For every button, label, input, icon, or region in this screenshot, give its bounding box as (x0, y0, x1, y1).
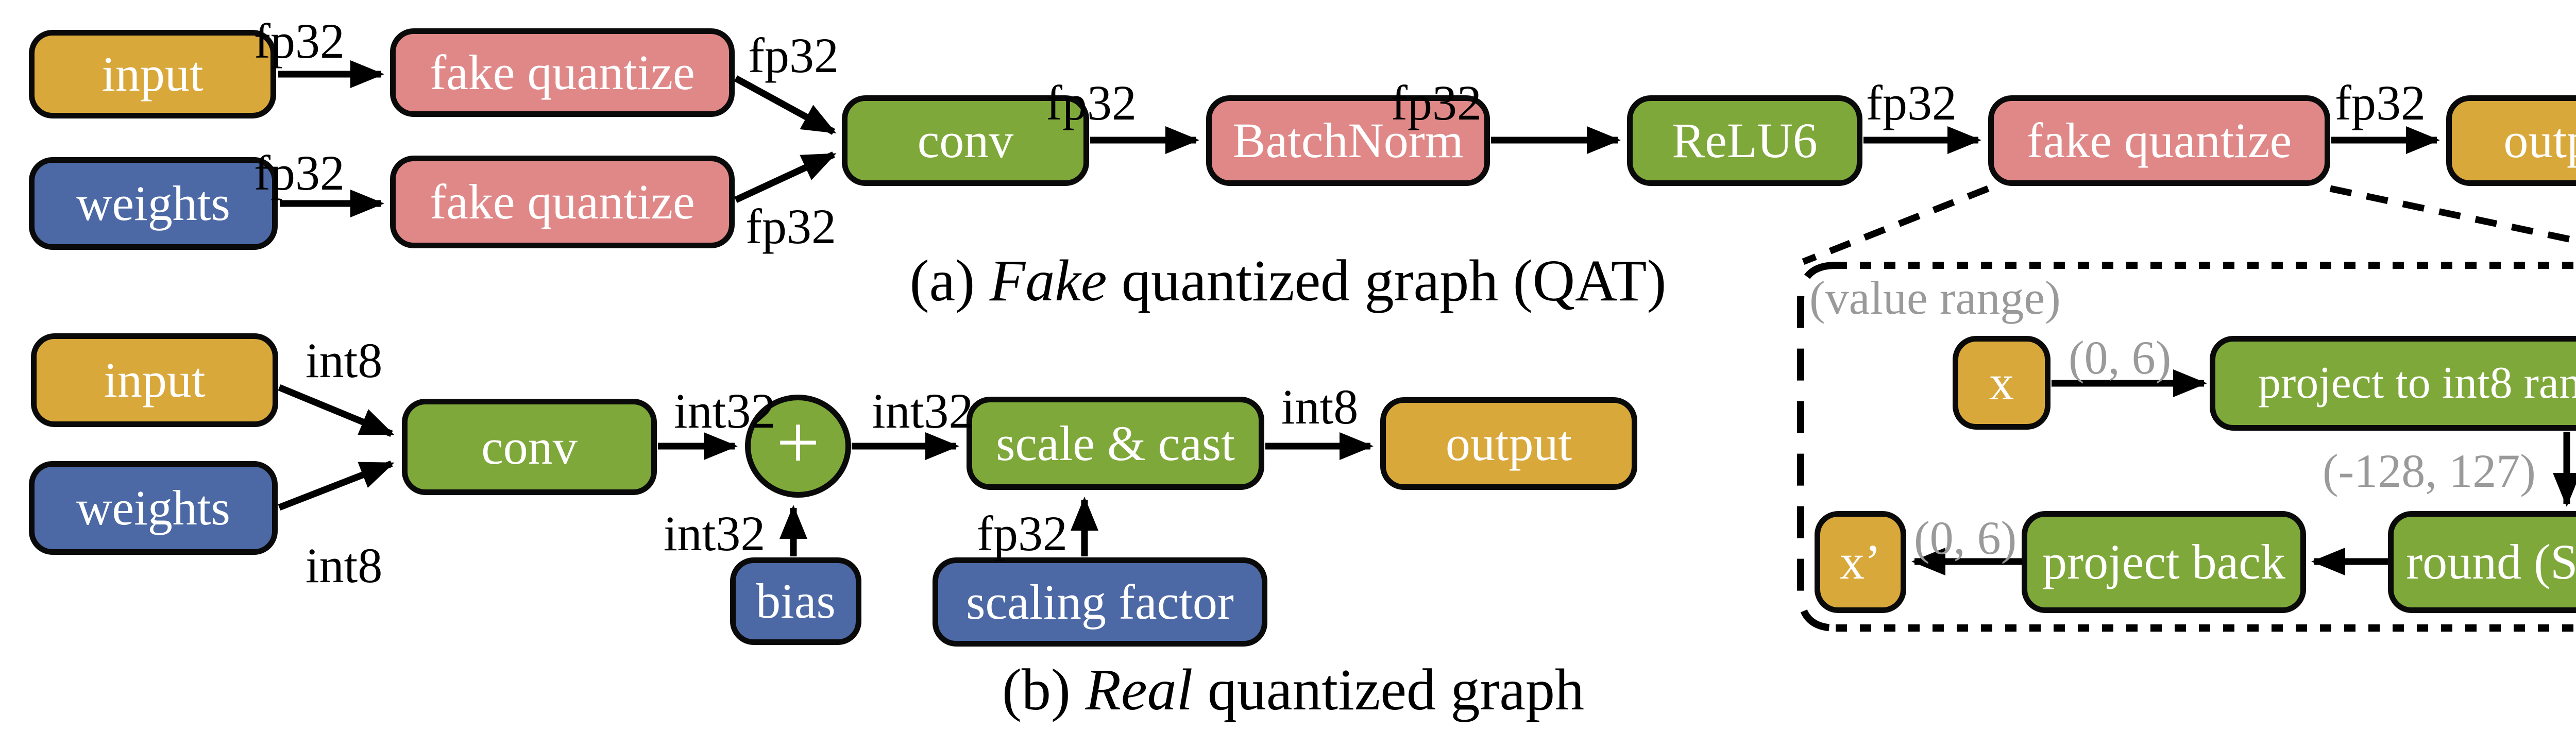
node-bias: bias (730, 557, 861, 645)
edge-label-int32: int32 (664, 506, 766, 561)
edge-label-range-0-6-back: (0, 6) (1914, 512, 2017, 564)
node-fake-quantize-weights: fake quantize (390, 156, 735, 248)
caption-a-prefix: (a) (909, 248, 990, 313)
callout-title: (value range) (1809, 271, 2061, 324)
caption-b: (b) Real quantized graph (840, 660, 1747, 719)
edge-label-fp32: fp32 (748, 28, 839, 83)
node-scale-cast: scale & cast (967, 397, 1264, 490)
edge-label-fp32: fp32 (1391, 75, 1482, 130)
edge-label-int8: int8 (306, 538, 383, 593)
arrow-weights-to-conv-b (278, 460, 395, 511)
node-scaling-factor: scaling factor (933, 557, 1267, 647)
edge-label-int32: int32 (872, 383, 974, 438)
node-output-a: output (2446, 95, 2576, 186)
node-weights-a: weights (29, 157, 278, 250)
node-output-b: output (1380, 397, 1637, 490)
edge-label-fp32: fp32 (1046, 75, 1137, 130)
node-fake-quantize-input: fake quantize (390, 28, 735, 117)
node-conv-a: conv (842, 95, 1089, 186)
caption-a: (a) Fake quantized graph (QAT) (809, 251, 1767, 310)
node-weights-b: weights (29, 461, 278, 555)
caption-b-italic: Real (1085, 657, 1193, 722)
callout-connector-left (1802, 185, 1990, 265)
edge-label-fp32: fp32 (254, 145, 345, 200)
edge-label-int8: int8 (1281, 379, 1359, 434)
node-round-ste: round (STE) (2388, 511, 2576, 613)
caption-b-prefix: (b) (1002, 657, 1086, 722)
node-add: + (745, 395, 851, 498)
node-conv-b: conv (402, 399, 657, 495)
node-x-prime: x’ (1815, 511, 1906, 613)
callout-border-left (1797, 262, 1836, 632)
node-project-to-int8: project to int8 range (2210, 336, 2576, 431)
caption-a-italic: Fake (989, 248, 1107, 313)
edge-label-fp32: fp32 (254, 13, 345, 69)
edge-label-range-int8: (-128, 127) (2323, 445, 2536, 497)
arrow-fake-quantize-input-to-conv (734, 75, 837, 135)
node-batchnorm: BatchNorm (1206, 95, 1490, 186)
node-x: x (1953, 336, 2050, 430)
edge-label-int8: int8 (306, 333, 383, 388)
arrow-fake-quantize-weights-to-conv (734, 151, 837, 203)
arrow-input-to-conv-b (278, 384, 395, 437)
node-input-b: input (31, 333, 278, 427)
edge-label-int32: int32 (674, 383, 776, 438)
node-project-back: project back (2022, 511, 2306, 613)
node-input-a: input (29, 30, 276, 118)
edge-label-fp32: fp32 (2335, 75, 2426, 130)
callout-connector-right (2329, 185, 2576, 244)
edge-label-fp32: fp32 (1866, 75, 1957, 130)
edge-label-fp32: fp32 (745, 199, 836, 254)
caption-b-rest: quantized graph (1193, 657, 1585, 722)
node-relu6: ReLU6 (1627, 95, 1862, 186)
node-fake-quantize-output: fake quantize (1988, 95, 2330, 186)
edge-label-range-0-6: (0, 6) (2069, 331, 2172, 384)
edge-label-fp32: fp32 (977, 506, 1067, 561)
caption-a-rest: quantized graph (QAT) (1107, 248, 1667, 313)
